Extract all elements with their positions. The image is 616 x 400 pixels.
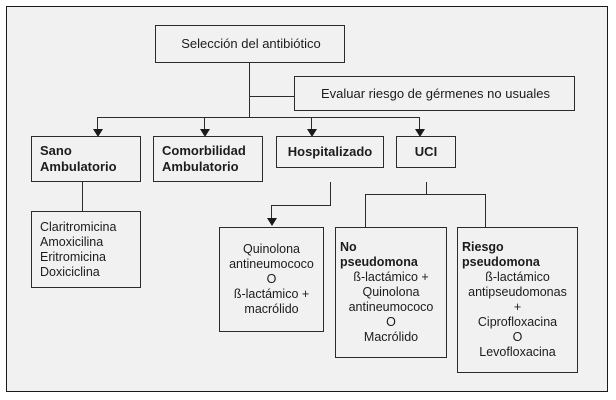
- node-sano-ambulatorio-label-2: Ambulatorio: [40, 159, 117, 174]
- connector-uci-to-no-pseudomona: [365, 194, 367, 227]
- node-quinolona[interactable]: Quinolona antineumococo O ß-lactámico + …: [219, 227, 324, 332]
- list-item: antineumococo: [348, 300, 434, 314]
- node-no-pseudomona[interactable]: No pseudomona ß-lactámico + Quinolona an…: [335, 227, 447, 358]
- list-item: antipseudomonas: [468, 285, 567, 299]
- node-sano-ambulatorio-label-1: Sano: [40, 143, 72, 158]
- list-item: Amoxicilina: [40, 234, 104, 249]
- connector-drop-hospitalizado: [311, 117, 313, 131]
- connector-drop-uci: [419, 117, 421, 131]
- arrowhead-hospitalizado: [307, 129, 317, 137]
- node-evaluar-riesgo[interactable]: Evaluar riesgo de gérmenes no usuales: [294, 76, 575, 111]
- connector-hospitalizado-across: [271, 205, 331, 207]
- connector-sano-to-drugs: [82, 182, 84, 212]
- connector-uci-split-bar: [365, 194, 486, 196]
- node-evaluar-riesgo-label: Evaluar riesgo de gérmenes no usuales: [320, 85, 551, 101]
- list-item: Macrólido: [363, 330, 419, 344]
- list-item: antineumococo: [229, 257, 314, 271]
- list-item: Ciprofloxacina: [477, 315, 558, 329]
- connector-root-to-evaluar: [249, 96, 295, 98]
- node-root[interactable]: Selección del antibiótico: [155, 25, 345, 63]
- node-comorbilidad-ambulatorio[interactable]: Comorbilidad Ambulatorio: [153, 136, 263, 182]
- node-uci-label: UCI: [414, 144, 438, 159]
- node-comorbilidad-ambulatorio-label-2: Ambulatorio: [162, 159, 239, 174]
- list-item: ß-lactámico +: [233, 287, 310, 301]
- list-item: +: [513, 300, 522, 314]
- node-comorbilidad-ambulatorio-label-1: Comorbilidad: [162, 143, 246, 158]
- node-riesgo-pseudomona[interactable]: Riesgo pseudomona ß-lactámico antipseudo…: [457, 227, 578, 373]
- list-item: Doxiciclina: [40, 264, 100, 279]
- arrowhead-uci: [415, 129, 425, 137]
- connector-root-stem: [249, 63, 251, 118]
- list-item: O: [512, 330, 523, 344]
- node-uci[interactable]: UCI: [396, 136, 456, 168]
- arrowhead-sano: [93, 129, 103, 137]
- list-item: Quinolona: [362, 285, 420, 299]
- arrowhead-comorbilidad: [200, 129, 210, 137]
- connector-hospitalizado-down: [330, 182, 332, 206]
- node-root-label: Selección del antibiótico: [181, 36, 321, 51]
- list-item: O: [386, 315, 396, 329]
- list-item: macrólido: [244, 302, 299, 316]
- node-sano-ambulatorio[interactable]: Sano Ambulatorio: [31, 136, 141, 182]
- node-hospitalizado-label: Hospitalizado: [287, 144, 373, 159]
- node-riesgo-pseudomona-heading-1: Riesgo: [462, 240, 504, 254]
- list-item: ß-lactámico +: [353, 270, 429, 284]
- node-no-pseudomona-heading-2: pseudomona: [340, 255, 418, 269]
- connector-quinolona-drop: [271, 205, 273, 220]
- connector-distribution-bar: [97, 117, 420, 119]
- list-item: O: [266, 272, 277, 286]
- arrowhead-quinolona: [267, 218, 277, 226]
- node-hospitalizado[interactable]: Hospitalizado: [276, 136, 384, 168]
- list-item: ß-lactámico: [485, 270, 550, 284]
- list-item: Claritromicina: [40, 219, 117, 234]
- connector-uci-to-riesgo-pseudomona: [485, 194, 487, 227]
- connector-uci-down: [426, 182, 428, 195]
- connector-drop-sano: [97, 117, 99, 131]
- node-no-pseudomona-heading-1: No: [340, 240, 357, 254]
- list-item: Eritromicina: [40, 249, 106, 264]
- list-item: Levofloxacina: [479, 345, 556, 359]
- connector-drop-comorbilidad: [204, 117, 206, 131]
- node-drugs-sano[interactable]: Claritromicina Amoxicilina Eritromicina …: [31, 211, 141, 288]
- list-item: Quinolona: [243, 242, 300, 256]
- node-riesgo-pseudomona-heading-2: pseudomona: [462, 255, 540, 269]
